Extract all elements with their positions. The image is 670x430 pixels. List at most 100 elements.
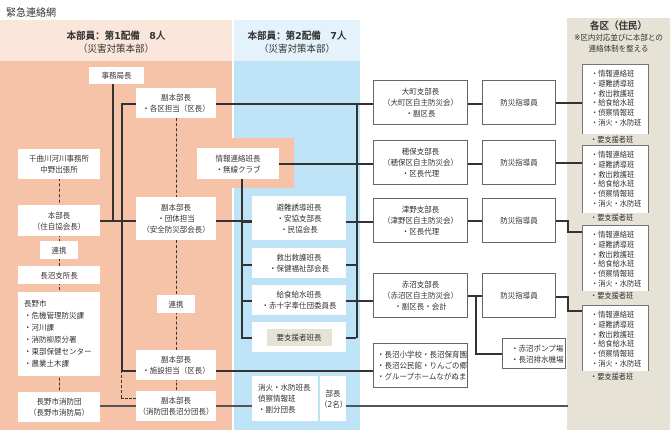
box-text: ・副分団長 [258, 405, 296, 414]
heading-text: 本部員：第2配備 7人 [247, 31, 347, 42]
box-text: ・危機管理防災課 [24, 311, 84, 320]
connector [216, 370, 373, 372]
box-text: ・赤十字奉仕団委員長 [261, 301, 337, 310]
firefighting-team-box: 消火・水防班長 偵察情報班 ・副分団長 [252, 376, 318, 421]
box-text: ・無線クラブ [215, 164, 261, 174]
team-item: ・救出救護班 [591, 249, 635, 259]
city-box: 長野市 ・危機管理防災課 ・河川課 ・消防柳原分署 ・東部保健センター ・農業土… [18, 292, 100, 376]
connector [121, 370, 136, 372]
instructor-box: 防災指導員 [482, 80, 556, 125]
box-text: ・団体担当 [157, 214, 195, 223]
heading-text: 各区（住民） [589, 21, 647, 32]
team-item: ・避難誘導班 [591, 159, 635, 169]
box-text: ・長沼排水機場 [511, 354, 564, 364]
zone-support-team: ・要支援者班 [590, 213, 634, 222]
fire-brigade-box: 長野市消防団 （長野市消防局） [18, 392, 100, 422]
heading-note: ※区内対応並びに本部との [574, 33, 663, 42]
division-head-box: 部長 （2名） [320, 376, 347, 421]
box-text: 副本部長 [161, 396, 191, 405]
box-text: ・河川課 [24, 323, 54, 332]
connector [356, 323, 358, 338]
box-text: 赤沼支部長 [401, 280, 440, 289]
page-title: 緊急連絡網 [6, 8, 56, 19]
connector [346, 300, 373, 302]
zone-support-team: ・要支援者班 [590, 372, 634, 381]
team-item: ・給食給水班 [591, 179, 635, 189]
support-team-label: 要支援者班長 [266, 328, 332, 346]
box-text: 給食給水班長 [276, 290, 322, 299]
second-deployment-area [234, 61, 360, 430]
team-item: ・情報連絡班 [591, 69, 635, 78]
second-deployment-heading: 本部員：第2配備 7人 （災害対策本部） [234, 30, 360, 56]
connector [556, 296, 568, 298]
box-text: 副本部長 [161, 203, 191, 212]
box-text: ・消防柳原分署 [24, 335, 77, 344]
support-team-box: 要支援者班長 [252, 322, 346, 352]
box-text: 大町支部長 [401, 87, 440, 96]
office-box: 千曲川河川事務所 中野出張所 [18, 149, 100, 179]
team-item: ・救出救護班 [591, 169, 635, 179]
heading-sub: （災害対策本部） [258, 44, 335, 55]
box-text: （津野区自主防災会） [383, 216, 458, 225]
connector [279, 163, 373, 165]
team-item: ・偵察情報班 [591, 108, 635, 118]
connector [356, 103, 358, 323]
heading-sub: （災害対策本部） [77, 44, 154, 55]
dashed-connector [176, 378, 177, 390]
info-liaison-team-box: 情報連絡班長 ・無線クラブ [197, 148, 279, 179]
box-text: 救出救護班長 [276, 253, 322, 262]
dashed-connector [121, 398, 136, 399]
team-item: ・情報連絡班 [591, 310, 635, 319]
box-text: ・副区長・会計 [394, 302, 447, 311]
dashed-connector [121, 370, 122, 398]
box-text: ・安協支部長 [276, 213, 322, 223]
box-text: ・民協会長 [280, 224, 318, 234]
connector [346, 405, 568, 407]
box-text: ・保健福祉部会長 [269, 264, 329, 273]
box-text: ・長沼小学校・長沼保育園 [377, 350, 467, 359]
box-text: ・東部保健センター [24, 347, 92, 356]
box-text: （消防団長沼分団長） [138, 407, 214, 416]
team-item: ・情報連絡班 [591, 230, 635, 239]
connector [567, 220, 569, 232]
team-item: ・情報連絡班 [591, 150, 635, 159]
pump-stations-box: ・赤沼ポンプ場 ・長沼排水機場 [502, 338, 566, 369]
rescue-team-box: 救出救護班長 ・保健福祉部会長 [252, 248, 346, 278]
connector [346, 337, 356, 339]
connector [346, 221, 373, 223]
box-text: ・施設担当（区長） [142, 366, 210, 375]
connector [556, 102, 582, 104]
box-text: 中野出張所 [40, 165, 78, 174]
zone-support-team: ・要支援者班 [590, 135, 634, 144]
team-item: ・給食給水班 [591, 339, 635, 349]
connector [100, 405, 136, 407]
box-text: 千曲川河川事務所 [29, 154, 89, 163]
branch-box-hoyasu: 穂保支部長 （穂保区自主防災会） ・区長代理 [373, 140, 468, 185]
box-text: ・赤沼ポンプ場 [511, 343, 564, 353]
team-item: ・給食給水班 [591, 259, 635, 269]
team-item: ・避難誘導班 [591, 319, 635, 329]
box-text: ・副区長 [405, 109, 436, 118]
box-text: ・区長代理 [401, 169, 440, 178]
connector [346, 264, 356, 266]
team-item: ・消火・水防班 [591, 358, 642, 368]
connector [112, 82, 114, 220]
connector [567, 310, 582, 312]
box-text: （安全防災部会長） [142, 225, 210, 234]
connector [468, 163, 482, 165]
instructor-box: 防災指導員 [482, 198, 556, 243]
team-item: ・消火・水防班 [591, 198, 642, 208]
liaison-box: 連携 [157, 295, 195, 313]
food-water-team-box: 給食給水班長 ・赤十字奉仕団委員長 [252, 285, 346, 315]
connector [216, 220, 252, 222]
zone-support-team: ・要支援者班 [590, 291, 634, 300]
box-text: 副本部長 [161, 355, 191, 364]
team-item: ・救出救護班 [591, 88, 635, 98]
chief-box: 本部長 （住自協会長） [18, 205, 100, 236]
box-text: 避難誘導班長 [276, 202, 322, 212]
vice-chief-groups-box: 副本部長 ・団体担当 （安全防災部会長） [136, 197, 216, 240]
connector [567, 296, 569, 310]
box-text: 部長 [325, 388, 341, 398]
connector [241, 264, 252, 266]
box-text: 長野市消防団 [36, 397, 82, 406]
